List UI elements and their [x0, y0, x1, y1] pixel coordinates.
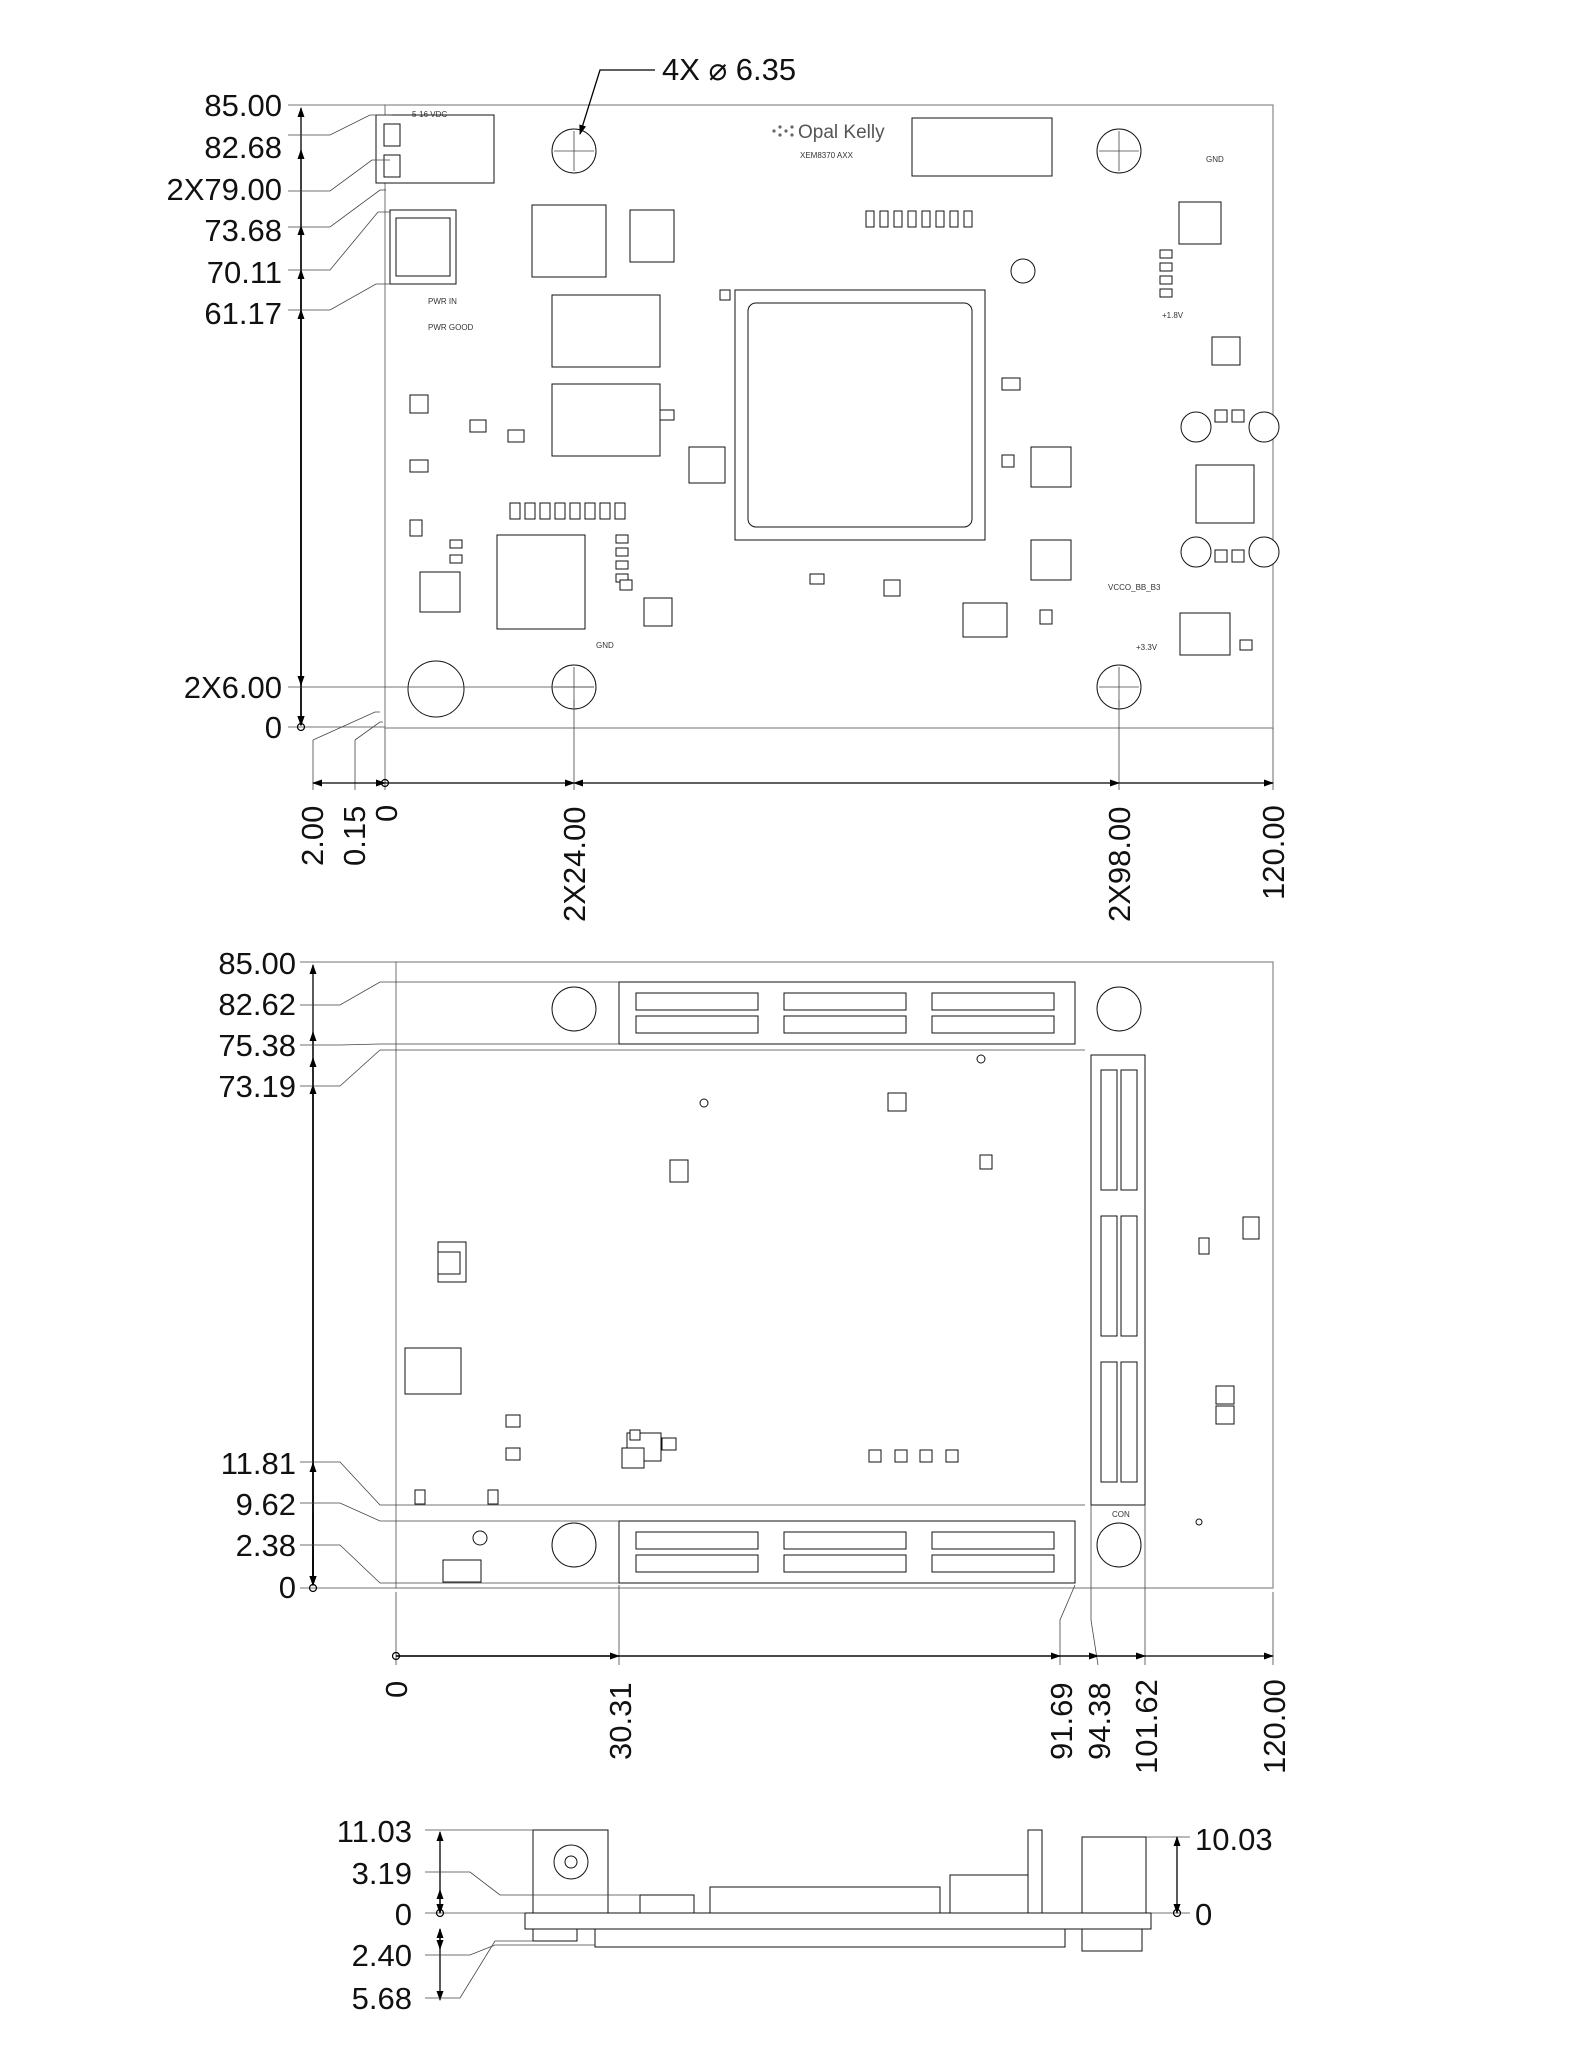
- passives: [414, 1154, 1210, 1505]
- opal-kelly-logo: Opal Kelly: [772, 122, 885, 143]
- diode: [442, 1559, 482, 1583]
- dim-0: 0: [395, 1897, 412, 1932]
- dim-0-15: 0.15: [337, 806, 372, 866]
- led-array: [865, 210, 973, 228]
- dim-2-40: 2.40: [352, 1938, 412, 1973]
- part-label: XEM8370 AXX: [800, 151, 854, 160]
- v18-label: +1.8V: [1162, 311, 1184, 320]
- dim-11-03: 11.03: [337, 1814, 412, 1849]
- dim-3-19: 3.19: [352, 1856, 412, 1891]
- side-header-pin: [1027, 1829, 1043, 1914]
- ic-chip: [1215, 1405, 1235, 1425]
- vcco-label: VCCO_BB_B3: [1108, 583, 1161, 592]
- gnd-label: GND: [596, 641, 614, 650]
- dim-0: 0: [265, 710, 282, 745]
- ic-chip: [1030, 446, 1072, 488]
- svg-text:Opal Kelly: Opal Kelly: [798, 122, 885, 143]
- dim-0: 0: [379, 1681, 414, 1698]
- dim-85-00: 85.00: [218, 946, 296, 981]
- ic-chip: [1211, 336, 1241, 366]
- side-usb: [639, 1894, 695, 1914]
- con-label: CON: [1112, 1510, 1130, 1519]
- side-board: [524, 1912, 1152, 1930]
- power-label: 5-16 VDC: [412, 110, 447, 119]
- dim-70-11: 70.11: [207, 255, 282, 290]
- dim-10-03: 10.03: [1195, 1822, 1273, 1857]
- ic-chip: [1195, 464, 1255, 524]
- memory-chip: [551, 383, 661, 457]
- dim-73-19: 73.19: [218, 1069, 296, 1104]
- passives: [409, 249, 1253, 651]
- dim-11-81: 11.81: [221, 1446, 296, 1481]
- side-inductor: [1081, 1836, 1147, 1914]
- ic-chip: [1242, 1216, 1260, 1240]
- dim-30-31: 30.31: [603, 1682, 638, 1760]
- connector-j2: [962, 602, 1008, 638]
- dim-9-62: 9.62: [236, 1487, 296, 1522]
- dim-120-00: 120.00: [1257, 1679, 1292, 1774]
- ic-chip: [1215, 1385, 1235, 1405]
- dim-0-right: 0: [1195, 1897, 1212, 1932]
- hole-callout: 4X ⌀ 6.35: [662, 52, 796, 87]
- mounting-hole: [551, 1522, 597, 1568]
- side-fpga: [709, 1886, 941, 1914]
- ic-chip: [1178, 201, 1222, 245]
- ic-chip: [419, 571, 461, 613]
- ic-chip: [404, 1347, 462, 1395]
- ic-chip: [1030, 539, 1072, 581]
- dim-85-00: 85.00: [204, 88, 282, 123]
- large-inductor: [407, 660, 465, 718]
- gnd-label: GND: [1206, 155, 1224, 164]
- bottom-connector: [618, 1520, 1076, 1584]
- dim-2-00: 2.00: [295, 806, 330, 866]
- dim-91-69: 91.69: [1044, 1682, 1079, 1760]
- dim-82-62: 82.62: [218, 987, 296, 1022]
- mounting-hole: [1096, 1522, 1142, 1568]
- memory-chip: [551, 294, 661, 368]
- dim-73-68: 73.68: [204, 213, 282, 248]
- ic-chip: [643, 597, 673, 627]
- mounting-hole: [1096, 128, 1142, 174]
- mounting-hole: [551, 986, 597, 1032]
- resistor-array: [509, 502, 626, 520]
- dim-2-38: 2.38: [236, 1528, 296, 1563]
- mounting-hole: [551, 128, 597, 174]
- dim-0: 0: [369, 805, 404, 822]
- right-connector: [1090, 1054, 1146, 1506]
- inductor: [496, 534, 586, 630]
- dim-6-00: 2X6.00: [184, 670, 282, 705]
- ic-chip: [669, 1159, 689, 1183]
- dim-75-38: 75.38: [218, 1028, 296, 1063]
- side-view: 11.03 3.19 0 2.40 5.68 10.03 0: [337, 1814, 1273, 2016]
- dim-94-38: 94.38: [1082, 1682, 1117, 1760]
- ic-chip: [629, 209, 675, 263]
- ic-chip: [1179, 612, 1231, 656]
- pwr-good-label: PWR GOOD: [428, 323, 474, 332]
- dim-61-17: 61.17: [204, 296, 282, 331]
- dim-98-00: 2X98.00: [1102, 807, 1137, 923]
- dim-101-62: 101.62: [1129, 1679, 1164, 1774]
- top-connector: [618, 981, 1076, 1045]
- v33-label: +3.3V: [1136, 643, 1158, 652]
- ic-chip: [887, 1092, 907, 1112]
- top-view: 5-16 VDC Opal Kelly XEM8370 AXX: [167, 52, 1292, 922]
- dim-5-68: 5.68: [352, 1981, 412, 2016]
- dim-79-00: 2X79.00: [167, 172, 283, 207]
- side-bottom-connectors: [594, 1928, 1066, 1948]
- ic-chip: [688, 446, 726, 484]
- pwr-in-label: PWR IN: [428, 297, 457, 306]
- bottom-view: CON: [218, 946, 1292, 1774]
- dim-24-00: 2X24.00: [557, 807, 592, 923]
- regulator-chip: [531, 204, 607, 278]
- mounting-hole: [1096, 986, 1142, 1032]
- dim-0: 0: [279, 1570, 296, 1605]
- dim-120-00: 120.00: [1256, 805, 1291, 900]
- dim-82-68: 82.68: [204, 130, 282, 165]
- label-area: [911, 117, 1053, 177]
